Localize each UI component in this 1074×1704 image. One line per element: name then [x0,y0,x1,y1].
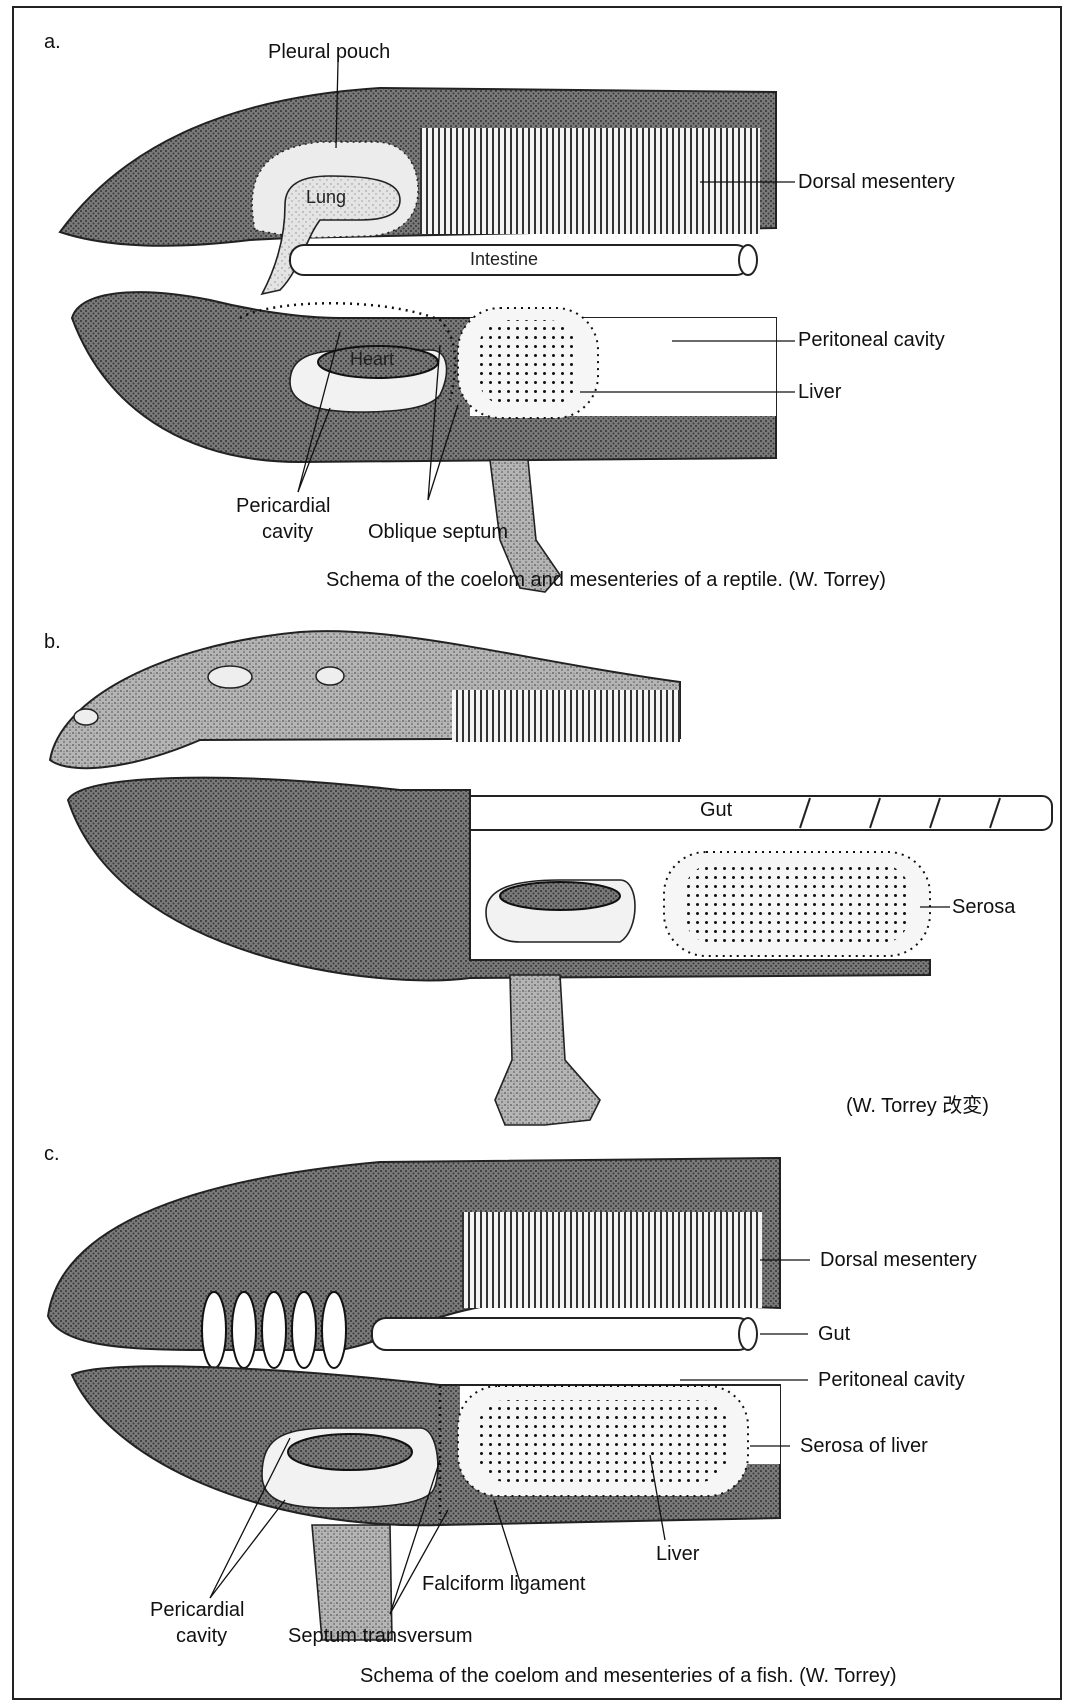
panel-b-drawing [50,631,1052,1125]
panel-c-fin [312,1525,392,1640]
caption-c: Schema of the coelom and mesenteries of … [360,1666,897,1686]
label-lung: Lung [306,188,346,206]
label-liver-c: Liver [656,1544,699,1564]
label-pericardial-cavity-a-2: cavity [262,522,313,542]
label-pleural-pouch: Pleural pouch [268,42,390,62]
panel-b-heart [500,882,620,910]
label-septum-transversum: Septum transversum [288,1626,473,1646]
label-pericardial-cavity-c-2: cavity [176,1626,227,1646]
panel-c-drawing [48,1158,810,1640]
panel-c-dorsal-mesentery [462,1212,762,1308]
panel-c-gut [372,1318,752,1350]
panel-b-limb [495,975,600,1125]
label-peritoneal-cavity-a: Peritoneal cavity [798,330,945,350]
label-pericardial-cavity-a-1: Pericardial [236,496,330,516]
panel-b-dorsal-mesentery [452,690,680,742]
caption-b: (W. Torrey 改変) [846,1096,989,1116]
caption-a: Schema of the coelom and mesenteries of … [326,570,886,590]
label-dorsal-mesentery-c: Dorsal mesentery [820,1250,977,1270]
panel-c-gill-slits [202,1292,346,1368]
panel-a-dorsal-mesentery [420,128,760,234]
label-heart: Heart [350,350,394,368]
panel-c-heart [288,1434,412,1470]
label-serosa-of-liver: Serosa of liver [800,1436,928,1456]
label-liver-a: Liver [798,382,841,402]
label-dorsal-mesentery-a: Dorsal mesentery [798,172,955,192]
panel-a-drawing [60,62,795,592]
label-serosa: Serosa [952,897,1015,917]
label-intestine: Intestine [470,250,538,268]
label-falciform-ligament: Falciform ligament [422,1574,585,1594]
panel-b-gut [432,796,1052,830]
label-oblique-septum: Oblique septum [368,522,508,542]
label-gut-c: Gut [818,1324,850,1344]
label-peritoneal-cavity-c: Peritoneal cavity [818,1370,965,1390]
label-gut-b: Gut [700,800,732,820]
label-pericardial-cavity-c-1: Pericardial [150,1600,244,1620]
panel-c-letter: c. [44,1144,60,1164]
panel-b-letter: b. [44,632,61,652]
panel-a-letter: a. [44,32,61,52]
